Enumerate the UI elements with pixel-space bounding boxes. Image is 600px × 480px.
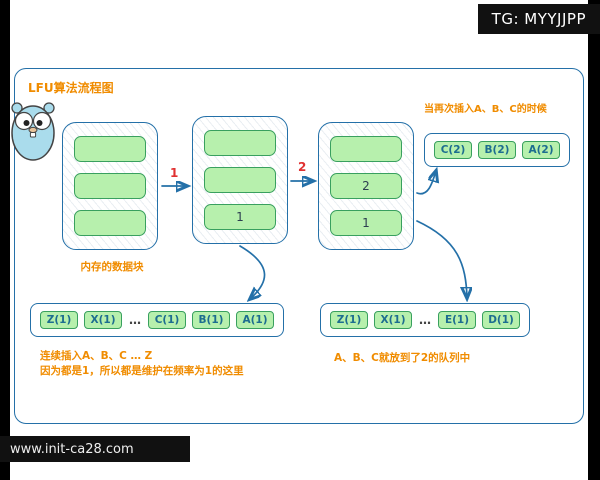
memory-block — [330, 136, 402, 162]
freq1-note-line1: 连续插入A、B、C … Z — [40, 350, 153, 362]
frequency-2-queue: C(2) B(2) A(2) — [424, 133, 570, 167]
queue-item: Z(1) — [40, 311, 78, 329]
left-black-border — [0, 0, 10, 480]
memory-block — [74, 136, 146, 162]
ellipsis: … — [129, 313, 141, 327]
memory-stack-1 — [62, 122, 158, 250]
memory-stack-2: 1 — [192, 116, 288, 244]
queue-item: E(1) — [438, 311, 476, 329]
memory-label: 内存的数据块 — [80, 261, 144, 273]
memory-block — [204, 130, 276, 156]
queue-item: Z(1) — [330, 311, 368, 329]
queue-item: D(1) — [482, 311, 520, 329]
site-watermark-badge: www.init-ca28.com — [0, 436, 190, 462]
right-black-border — [588, 0, 600, 480]
memory-block: 1 — [330, 210, 402, 236]
queue-item: X(1) — [374, 311, 412, 329]
queue-item: A(2) — [522, 141, 560, 159]
queue-item: A(1) — [236, 311, 274, 329]
queue-item: B(2) — [478, 141, 516, 159]
memory-block: 2 — [330, 173, 402, 199]
queue-item: X(1) — [84, 311, 122, 329]
memory-block: 1 — [204, 204, 276, 230]
memory-block — [74, 210, 146, 236]
frequency-1-remaining-queue: Z(1) X(1) … E(1) D(1) — [320, 303, 530, 337]
diagram-title: LFU算法流程图 — [28, 81, 114, 95]
tg-watermark-badge: TG: MYYJJPP — [477, 4, 600, 34]
queue-item: C(2) — [434, 141, 472, 159]
queue-item: B(1) — [192, 311, 230, 329]
memory-block — [74, 173, 146, 199]
memory-block — [204, 167, 276, 193]
frequency-1-queue: Z(1) X(1) … C(1) B(1) A(1) — [30, 303, 284, 337]
arrow-step-2-label: 2 — [298, 160, 307, 174]
freq2-note: A、B、C就放到了2的队列中 — [334, 352, 471, 364]
freq1-note-line2: 因为都是1，所以都是维护在频率为1的这里 — [40, 365, 244, 377]
ellipsis: … — [419, 313, 431, 327]
gopher-mascot-icon — [11, 102, 55, 161]
arrow-step-1-label: 1 — [170, 166, 179, 180]
queue-item: C(1) — [148, 311, 186, 329]
reinsert-note: 当再次插入A、B、C的时候 — [424, 104, 547, 115]
